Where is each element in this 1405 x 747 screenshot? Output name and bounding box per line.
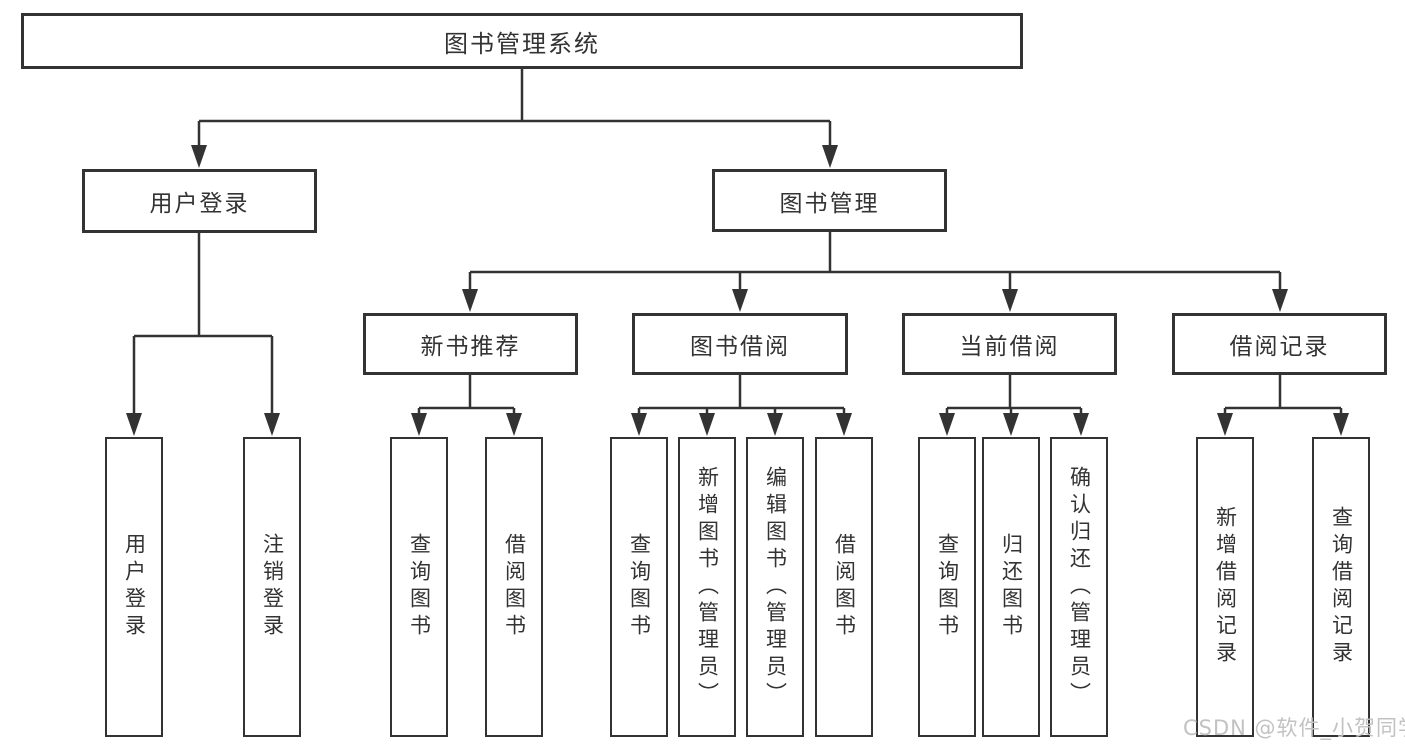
leaf-current-confirm-return-admin: 确认归还（管理员） bbox=[1050, 437, 1108, 737]
leaf-label: 新增借阅记录 bbox=[1213, 506, 1238, 668]
leaf-label: 查询借阅记录 bbox=[1329, 506, 1354, 668]
leaf-label: 查询图书 bbox=[627, 533, 652, 641]
node-label: 图书管理系统 bbox=[444, 29, 600, 58]
leaf-label: 注销登录 bbox=[260, 533, 285, 641]
node-book-management: 图书管理 bbox=[712, 169, 947, 232]
leaf-borrowing-query-books: 查询图书 bbox=[610, 437, 668, 737]
arrowhead-icons bbox=[126, 145, 1349, 436]
node-borrowing-records: 借阅记录 bbox=[1172, 313, 1387, 375]
leaf-label: 查询图书 bbox=[407, 533, 432, 641]
leaf-borrowing-edit-books-admin: 编辑图书（管理员） bbox=[746, 437, 804, 737]
leaf-label: 归还图书 bbox=[999, 533, 1024, 641]
leaf-label: 借阅图书 bbox=[502, 533, 527, 641]
node-user-login: 用户登录 bbox=[82, 169, 317, 233]
node-label: 图书借阅 bbox=[690, 334, 790, 360]
node-new-book-recommend: 新书推荐 bbox=[363, 313, 578, 375]
csdn-watermark: CSDN @软件_小贺同学 bbox=[1183, 716, 1405, 740]
leaf-newbook-borrow-books: 借阅图书 bbox=[485, 437, 543, 737]
node-label: 当前借阅 bbox=[959, 334, 1060, 360]
leaf-label: 确认归还（管理员） bbox=[1067, 465, 1092, 709]
leaf-label: 用户登录 bbox=[122, 533, 147, 641]
leaf-borrowing-borrow-books: 借阅图书 bbox=[815, 437, 873, 737]
leaf-current-return-books: 归还图书 bbox=[982, 437, 1040, 737]
leaf-label: 新增图书（管理员） bbox=[695, 465, 720, 709]
node-book-borrowing: 图书借阅 bbox=[632, 313, 848, 375]
node-label: 图书管理 bbox=[779, 190, 880, 217]
node-library-management-system: 图书管理系统 bbox=[21, 13, 1023, 69]
leaf-records-add-borrow-record: 新增借阅记录 bbox=[1196, 437, 1254, 737]
leaf-user-login: 用户登录 bbox=[105, 437, 163, 737]
leaf-label: 查询图书 bbox=[935, 533, 960, 641]
leaf-current-query-books: 查询图书 bbox=[918, 437, 976, 737]
node-label: 用户登录 bbox=[149, 191, 250, 217]
leaf-borrowing-add-books-admin: 新增图书（管理员） bbox=[678, 437, 736, 737]
leaf-label: 编辑图书（管理员） bbox=[763, 465, 788, 709]
leaf-label: 借阅图书 bbox=[832, 533, 857, 641]
leaf-logout: 注销登录 bbox=[243, 437, 301, 737]
node-label: 新书推荐 bbox=[420, 334, 521, 360]
node-current-borrowing: 当前借阅 bbox=[902, 313, 1117, 375]
leaf-newbook-query-books: 查询图书 bbox=[390, 437, 448, 737]
leaf-records-query-borrow-record: 查询借阅记录 bbox=[1312, 437, 1370, 737]
node-label: 借阅记录 bbox=[1229, 334, 1330, 360]
